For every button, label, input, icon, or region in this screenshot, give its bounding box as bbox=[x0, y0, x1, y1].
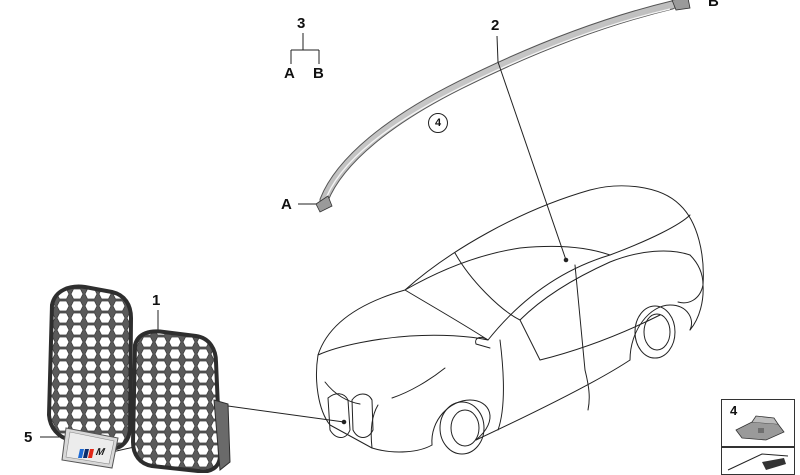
detail-panel-profile bbox=[721, 447, 795, 475]
callout-4-circled: 4 bbox=[428, 113, 448, 133]
callout-2: 2 bbox=[491, 17, 500, 34]
callout-1: 1 bbox=[152, 292, 161, 309]
callout-3b: B bbox=[313, 65, 324, 82]
profile-icon bbox=[727, 453, 789, 471]
clip-icon bbox=[735, 415, 785, 441]
callout-3: 3 bbox=[297, 15, 306, 32]
trim-clip-a bbox=[315, 195, 333, 213]
roof-trim-strip bbox=[319, 0, 677, 205]
kidney-grille bbox=[46, 284, 231, 473]
trim-clip-b bbox=[671, 0, 691, 11]
car-outline bbox=[316, 185, 704, 455]
callout-5: 5 bbox=[24, 429, 33, 446]
m-emblem-plate bbox=[61, 427, 119, 469]
detail-panel-clip: 4 bbox=[721, 399, 795, 447]
callout-3a: A bbox=[284, 65, 295, 82]
callout-a: A bbox=[281, 196, 292, 213]
callout-b: B bbox=[708, 0, 719, 10]
panel-label-4: 4 bbox=[730, 403, 738, 418]
